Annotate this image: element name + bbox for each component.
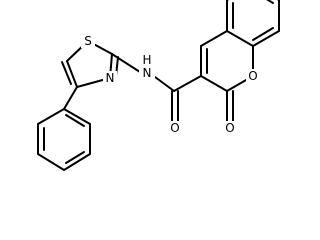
thiazole-nitrogen-label: N	[106, 71, 115, 85]
benzo-bond	[252, 30, 280, 47]
benzo-bond	[226, 30, 254, 47]
sulfur-label: S	[84, 34, 92, 48]
phenyl-bond	[37, 153, 65, 171]
nh-carbonyl-bond	[154, 76, 175, 92]
benzo-double-bond	[266, 0, 274, 4]
molecule-diagram: S N H N O O O	[37, 0, 280, 171]
ring-oxygen-label: O	[248, 69, 257, 83]
phenyl-bond	[63, 108, 91, 125]
phenyl-double-bond	[65, 114, 85, 127]
carbonyl-c3-bond	[173, 75, 202, 92]
atom-labels: S N H N O O O	[81, 34, 260, 135]
phenyl-thiazole-bond	[63, 86, 78, 110]
benzo-double-bond	[252, 27, 274, 41]
phenyl-double-bond	[65, 151, 85, 164]
amide-nitrogen-label: N	[143, 66, 152, 80]
phenyl-bond	[37, 108, 65, 125]
pyranone-bond	[200, 30, 228, 47]
structure-svg: S N H N O O O	[37, 0, 280, 171]
bonds	[37, 0, 280, 171]
amide-hydrogen-label: H	[142, 53, 151, 67]
lactone-oxygen-label: O	[225, 121, 234, 135]
carbonyl-oxygen-label: O	[170, 121, 179, 135]
thiazole-nh-bond	[111, 53, 141, 73]
pyranone-bond	[200, 75, 228, 92]
thiazole-bond	[66, 60, 78, 88]
thiazole-double-bond	[61, 61, 72, 85]
phenyl-bond	[63, 153, 91, 171]
